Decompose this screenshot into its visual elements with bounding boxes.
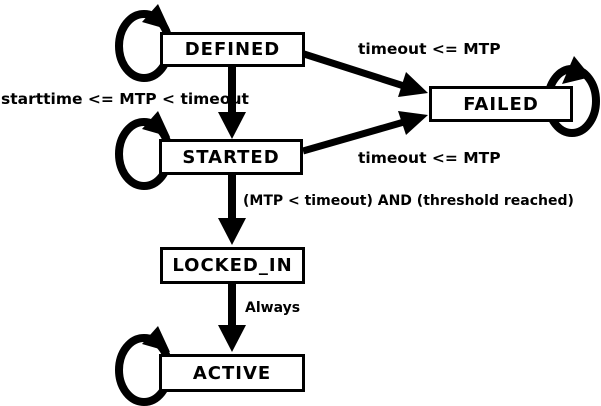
state-defined: DEFINED [160,32,305,67]
arrow-defined-to-started-icon [218,67,246,139]
state-failed: FAILED [429,86,573,122]
arrow-started-to-locked-in-icon [218,175,246,245]
transition-label-threshold-condition: (MTP < timeout) AND (threshold reached) [243,193,574,209]
state-started: STARTED [159,139,303,175]
arrow-defined-to-failed-icon [302,50,428,97]
state-locked-in: LOCKED_IN [160,247,305,284]
transition-label-starttime-condition: starttime <= MTP < timeout [1,90,249,108]
arrow-started-to-failed-icon [302,111,428,155]
transition-label-always: Always [245,300,301,316]
arrow-locked-in-to-active-icon [218,284,246,352]
transition-label-timeout-defined-failed: timeout <= MTP [358,40,501,58]
state-active: ACTIVE [159,354,305,392]
transition-label-timeout-started-failed: timeout <= MTP [358,149,501,167]
